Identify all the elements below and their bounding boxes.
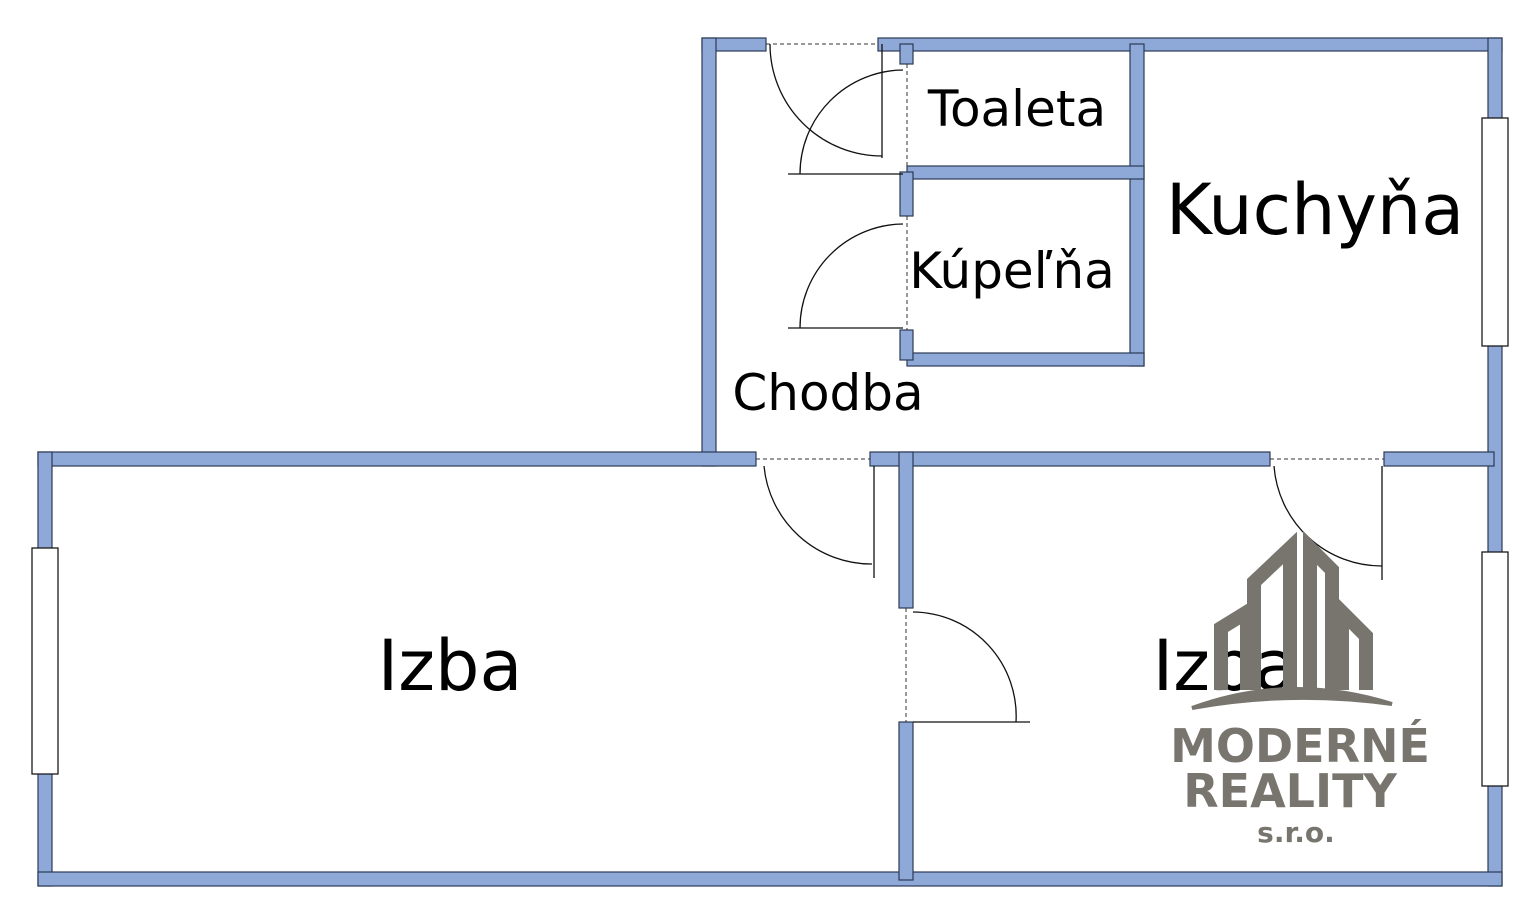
windows bbox=[31, 117, 1509, 787]
logo-line-1: MODERNÉ bbox=[1170, 719, 1430, 773]
label-toilet: Toaleta bbox=[927, 80, 1106, 138]
wall-right-seg bbox=[1383, 451, 1495, 467]
wall-rooms-partition-bottom bbox=[898, 721, 914, 881]
door-entrance bbox=[766, 43, 883, 158]
wall-hall-seg-3 bbox=[899, 329, 914, 361]
wall-bottom bbox=[37, 871, 1503, 887]
logo-line-2: REALITY bbox=[1183, 764, 1397, 818]
door-between-rooms bbox=[905, 608, 1030, 723]
wall-top-right bbox=[877, 37, 1503, 52]
logo-line-3: s.r.o. bbox=[1257, 816, 1335, 849]
company-logo: MODERNÉ REALITY s.r.o. bbox=[1170, 531, 1430, 849]
buildings-icon bbox=[1214, 531, 1373, 690]
wall-bathroom-bottom bbox=[906, 352, 1145, 367]
label-room-left: Izba bbox=[378, 625, 523, 707]
wall-mid-seg bbox=[869, 451, 1271, 467]
logo-swoosh bbox=[1191, 686, 1393, 710]
room-labels: Toaleta Kuchyňa Kúpeľňa Chodba Izba Izba bbox=[378, 80, 1465, 707]
wall-toilet-kitchen bbox=[1129, 43, 1145, 367]
label-hallway: Chodba bbox=[732, 364, 923, 422]
window-left-room bbox=[31, 547, 59, 775]
label-kitchen: Kuchyňa bbox=[1166, 169, 1464, 251]
door-toilet bbox=[788, 64, 908, 175]
wall-hall-seg-2 bbox=[899, 171, 914, 217]
window-right-room bbox=[1481, 551, 1509, 787]
wall-rooms-partition-top bbox=[898, 451, 914, 609]
wall-left-room-top bbox=[37, 451, 757, 467]
window-kitchen bbox=[1481, 117, 1509, 347]
wall-upper-left bbox=[701, 37, 717, 467]
wall-toilet-bathroom bbox=[906, 165, 1145, 180]
doors bbox=[756, 43, 1384, 723]
label-bathroom: Kúpeľňa bbox=[909, 242, 1115, 300]
wall-hall-seg-1 bbox=[899, 43, 914, 65]
door-bathroom bbox=[788, 216, 908, 330]
door-left-room bbox=[756, 458, 875, 578]
